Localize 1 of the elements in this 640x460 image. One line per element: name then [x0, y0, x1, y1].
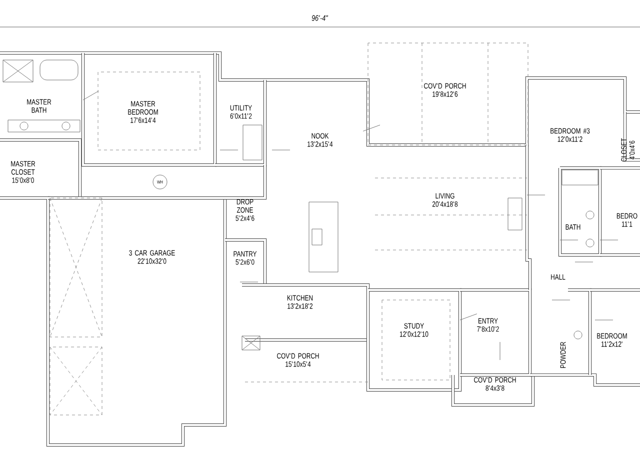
dimension-label: 96'-4"	[310, 13, 330, 23]
